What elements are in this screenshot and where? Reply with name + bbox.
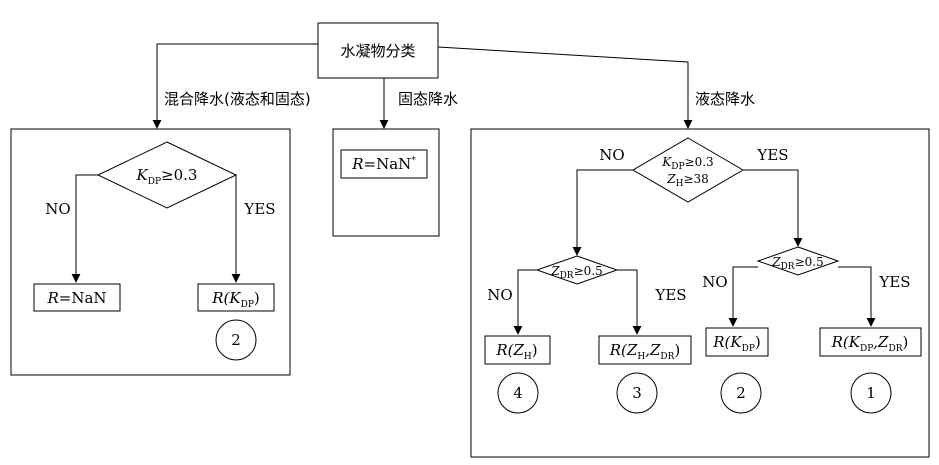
liquid-condition-zh: ZH≥38 xyxy=(666,172,709,189)
liquid-condition-kdp: KDP≥0.3 xyxy=(661,155,713,172)
branch-mixed-label: 混合降水(液态和固态) xyxy=(164,90,311,108)
liquid-circle-1 xyxy=(850,372,892,414)
liquid-result-kdp-zdr-box xyxy=(819,327,922,357)
liquid-right-condition: ZDR≥0.5 xyxy=(771,255,823,272)
branch-solid-label: 固态降水 xyxy=(398,90,458,108)
root-label: 水凝物分类 xyxy=(340,42,415,60)
mixed-condition: KDP≥0.3 xyxy=(136,166,198,187)
liquid-result-kdp-box xyxy=(705,327,769,357)
liquid-result-zh: R(ZH) xyxy=(495,341,537,362)
liquid-circle-3-label: 3 xyxy=(632,384,642,402)
root-connectors xyxy=(152,43,693,129)
solid-result-box xyxy=(340,149,428,179)
mixed-result-nan-box xyxy=(33,283,121,312)
liquid-result-kdp-zdr: R(KDP,ZDR) xyxy=(831,333,909,354)
mixed-result-nan: R=NaN xyxy=(46,289,106,307)
mixed-circle-2-label: 2 xyxy=(231,331,241,349)
mixed-circle-2 xyxy=(215,319,257,361)
liquid-left-yes-label: YES xyxy=(654,286,686,304)
mixed-result-kdp: R(KDP) xyxy=(211,289,260,310)
liquid-circle-4 xyxy=(497,372,539,414)
liquid-panel: KDP≥0.3 ZH≥38 NO YES ZDR≥0.5 NO YES ZDR≥… xyxy=(470,128,930,458)
liquid-circle-3 xyxy=(616,372,658,414)
liquid-left-no-label: NO xyxy=(487,286,512,304)
liquid-decision-diamond xyxy=(632,137,744,203)
liquid-circle-4-label: 4 xyxy=(513,384,523,402)
liquid-right-diamond xyxy=(756,246,840,276)
mixed-result-kdp-box xyxy=(197,283,275,312)
mixed-panel: KDP≥0.3 NO YES R=NaN R(KDP) 2 xyxy=(10,128,291,376)
branch-liquid-label: 液态降水 xyxy=(695,90,755,108)
liquid-circle-1-label: 1 xyxy=(866,384,876,402)
liquid-result-zh-zdr-box xyxy=(598,335,692,365)
liquid-result-kdp: R(KDP) xyxy=(712,333,761,354)
liquid-circle-2-label: 2 xyxy=(736,384,746,402)
liquid-result-zh-zdr: R(ZH,ZDR) xyxy=(609,341,681,362)
liquid-right-no-label: NO xyxy=(702,273,727,291)
mixed-no-label: NO xyxy=(45,200,70,218)
solid-panel: R=NaN* xyxy=(332,128,440,237)
liquid-circle-2 xyxy=(720,372,762,414)
liquid-no-label: NO xyxy=(599,146,624,164)
liquid-right-yes-label: YES xyxy=(878,273,910,291)
liquid-left-diamond xyxy=(535,255,619,285)
solid-result: R=NaN* xyxy=(351,155,416,173)
mixed-decision-diamond xyxy=(96,141,238,209)
liquid-result-zh-box xyxy=(484,335,551,365)
liquid-left-condition: ZDR≥0.5 xyxy=(550,264,602,281)
mixed-yes-label: YES xyxy=(243,200,275,218)
liquid-yes-label: YES xyxy=(756,146,788,164)
root-box xyxy=(317,22,439,79)
